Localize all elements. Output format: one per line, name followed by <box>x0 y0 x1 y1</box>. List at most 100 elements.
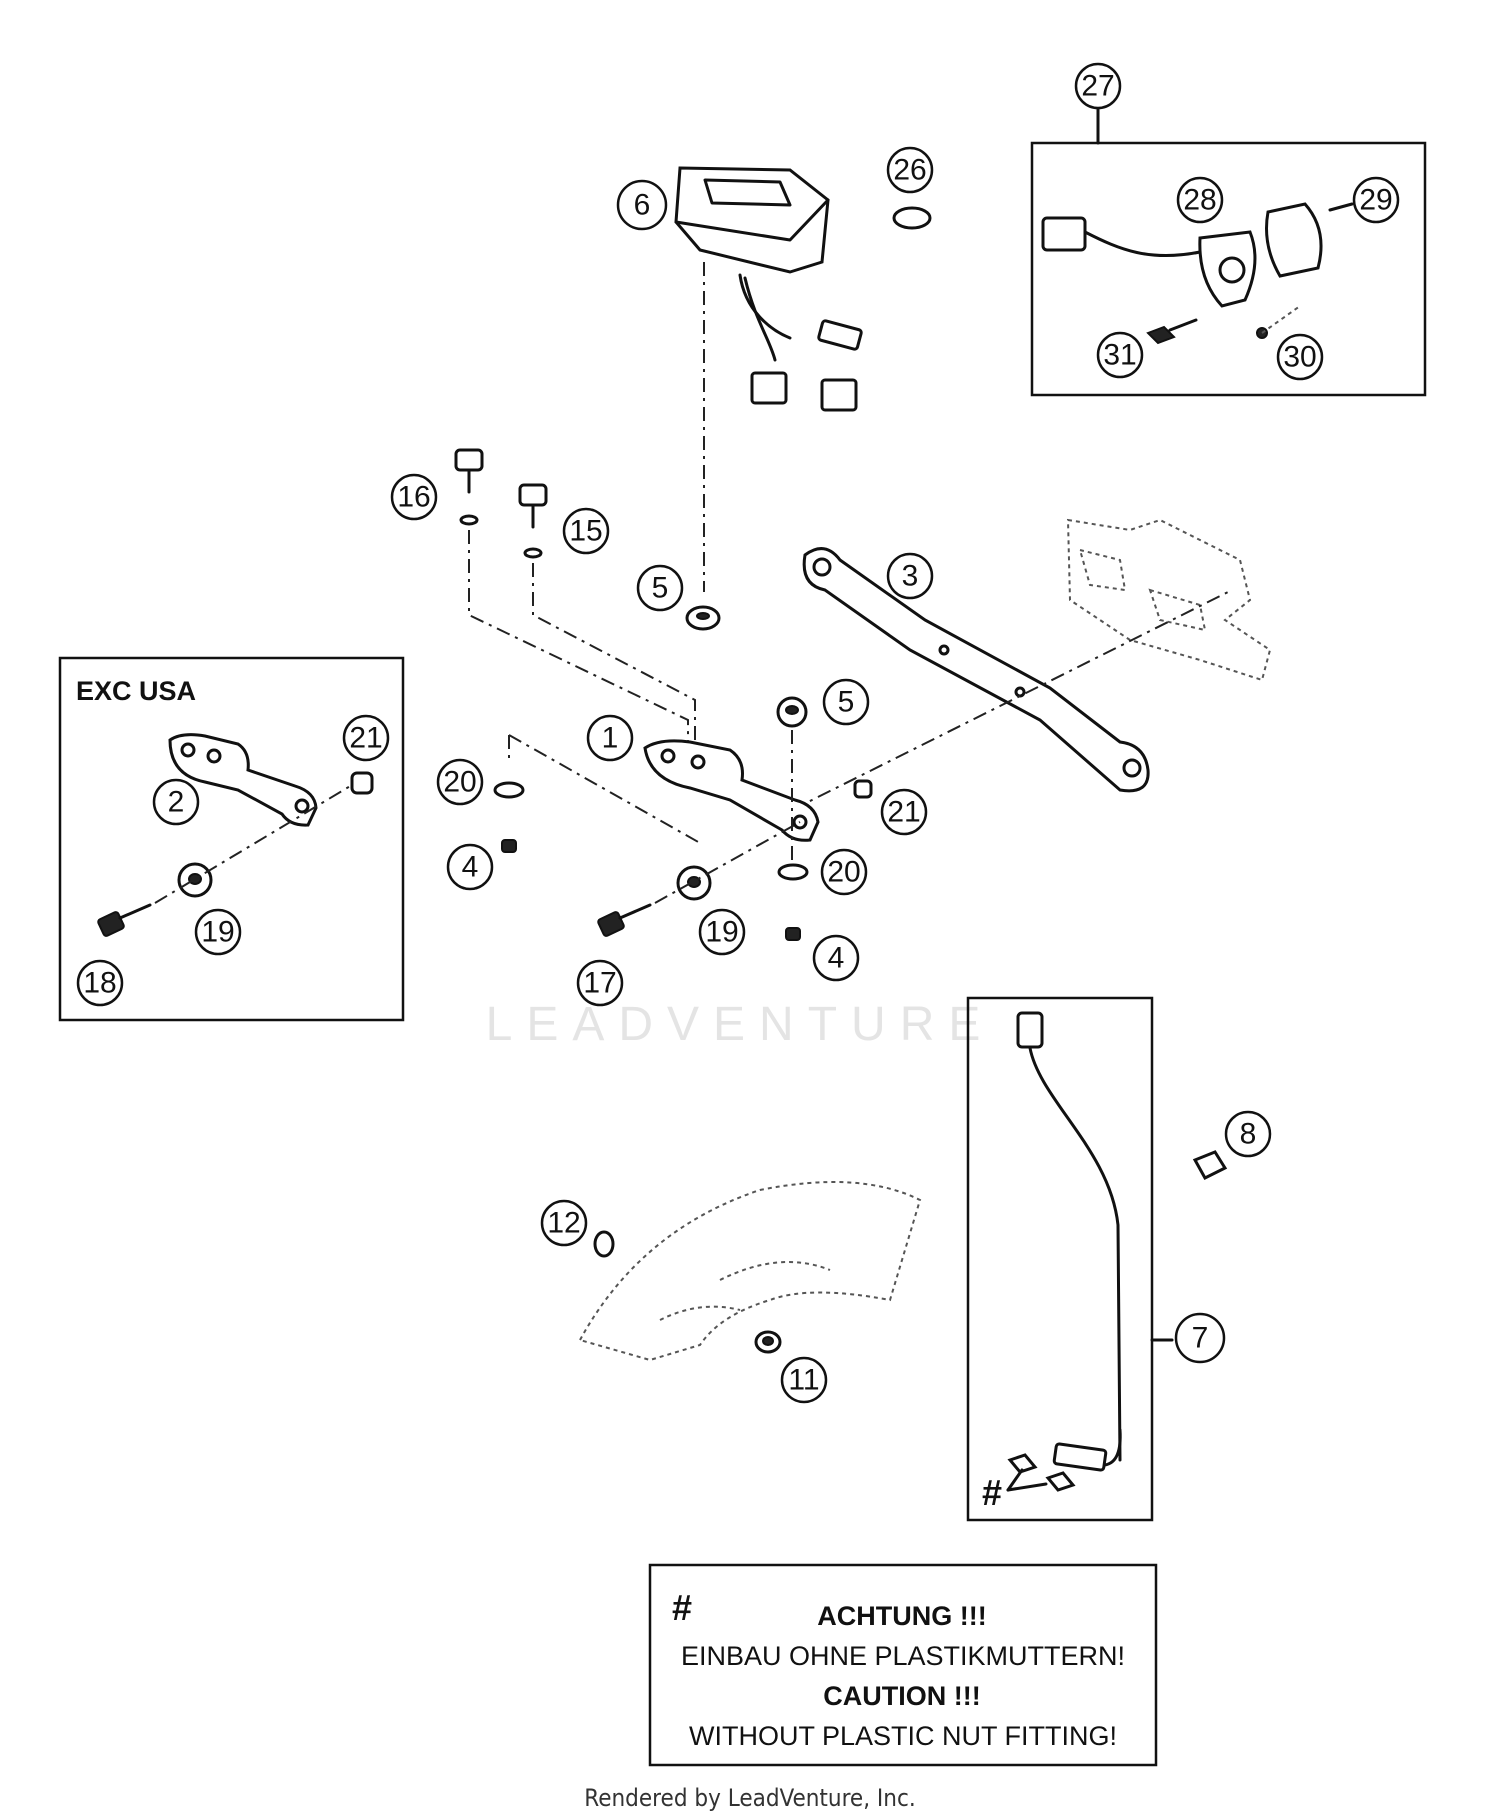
bracket-2-hole-c <box>294 798 310 814</box>
switch-wire <box>1083 230 1202 258</box>
grommet-19-right-hole <box>687 876 701 888</box>
callout-20-right: 20 <box>820 848 868 896</box>
bracket-3-hole-a <box>812 557 832 577</box>
svg-text:12: 12 <box>547 1207 580 1240</box>
svg-text:6: 6 <box>634 189 651 222</box>
callout-17: 17 <box>576 959 624 1007</box>
sensor-hash-pointer-a <box>1006 1468 1024 1492</box>
svg-text:31: 31 <box>1103 339 1136 372</box>
bracket-1-hole-a <box>660 748 676 764</box>
note-box-frame <box>648 1563 1158 1767</box>
callout-27: 27 <box>1074 62 1122 110</box>
switch-body <box>1198 230 1257 308</box>
speedometer-cable-b <box>743 276 777 362</box>
callout-15: 15 <box>562 507 610 555</box>
sensor-tip <box>1052 1442 1108 1472</box>
sensor-cable <box>1028 1046 1122 1462</box>
watermark: LEADVENTURE <box>486 998 995 1051</box>
clip-nut-8-body <box>1192 1150 1228 1180</box>
bracket-1 <box>643 739 820 842</box>
sensor-nut-a <box>1007 1453 1038 1474</box>
callout-8: 8 <box>1224 1110 1272 1158</box>
speedometer-edge <box>674 198 830 242</box>
callout-19-right: 19 <box>698 908 746 956</box>
note-box: # ACHTUNG !!! EINBAU OHNE PLASTIKMUTTERN… <box>648 1563 1158 1767</box>
callout-group: 27 26 6 28 29 31 30 16 15 5 3 21 1 5 2 2… <box>76 62 1400 1404</box>
callout-29: 29 <box>1352 176 1400 224</box>
clip-nut-8 <box>1192 1150 1228 1180</box>
spacer-11-hole <box>762 1336 774 1346</box>
sensor-nut-b <box>1045 1471 1076 1492</box>
grommet-5-upper-hole <box>696 612 710 620</box>
speedometer-unit <box>674 166 863 592</box>
frame-ghost-shape <box>1066 518 1272 682</box>
svg-text:8: 8 <box>1240 1118 1257 1151</box>
svg-text:30: 30 <box>1283 341 1316 374</box>
bracket-2-body <box>168 733 318 827</box>
callout-7: 7 <box>1174 1312 1226 1364</box>
frame-ghost-slot-a <box>1078 548 1127 592</box>
screw-16-head <box>454 448 484 472</box>
callout-16: 16 <box>390 473 438 521</box>
svg-text:15: 15 <box>569 515 602 548</box>
callout-4-left: 4 <box>446 843 494 891</box>
bolt-17-assembly <box>597 821 801 937</box>
screw-31-shaft <box>1168 318 1198 332</box>
note-line-3: CAUTION !!! <box>823 1681 980 1711</box>
sensor-hash-pointer-b <box>1006 1482 1048 1492</box>
callout-3: 3 <box>886 552 934 600</box>
switch-knob <box>1218 256 1246 284</box>
note-line-2: EINBAU OHNE PLASTIKMUTTERN! <box>681 1641 1125 1671</box>
washer-15 <box>523 547 543 559</box>
svg-text:4: 4 <box>462 851 479 884</box>
callout-11: 11 <box>780 1356 828 1404</box>
washer-nut-right <box>777 863 809 941</box>
washer-nut-left <box>493 734 701 853</box>
callout-21-right: 21 <box>880 788 928 836</box>
svg-text:1: 1 <box>602 722 619 755</box>
sensor-connector <box>1016 1011 1044 1049</box>
guide-bolt-17 <box>654 821 801 904</box>
footer-credit: Rendered by LeadVenture, Inc. <box>584 1784 915 1812</box>
clip-12 <box>593 1230 615 1258</box>
screw-15-head <box>518 483 548 507</box>
callout-1: 1 <box>586 714 634 762</box>
svg-text:7: 7 <box>1192 1322 1209 1355</box>
inset-exc-usa-box <box>58 656 405 1022</box>
grommet-5-right <box>776 696 808 870</box>
callout-31: 31 <box>1096 331 1144 379</box>
bracket-3-hole-b <box>1122 758 1142 778</box>
callout-30: 30 <box>1276 333 1324 381</box>
svg-text:19: 19 <box>201 916 234 949</box>
guide-bracket-3 <box>791 589 1233 811</box>
svg-text:2: 2 <box>168 786 185 819</box>
guide-left-to-bracket <box>508 734 701 844</box>
callout-20-left: 20 <box>436 758 484 806</box>
screws-16-15 <box>454 448 696 752</box>
callout-26: 26 <box>886 146 934 194</box>
callout-21-left: 21 <box>342 714 390 762</box>
svg-text:20: 20 <box>827 856 860 889</box>
bolt-18-head <box>97 911 125 937</box>
bracket-2-hole-b <box>206 748 222 764</box>
svg-text:28: 28 <box>1183 184 1216 217</box>
speedometer-plug-b <box>750 371 788 405</box>
callout-5-upper: 5 <box>636 564 684 612</box>
grommet-5-right-hole <box>785 705 799 715</box>
brake-disc-arc-a <box>719 1261 831 1281</box>
bracket-3 <box>802 547 1150 793</box>
guide-bolt-18 <box>154 784 353 904</box>
nut-4-right <box>785 927 801 941</box>
callout-2: 2 <box>152 778 200 826</box>
callout-28: 28 <box>1176 176 1224 224</box>
brake-disc-outline <box>578 1181 922 1362</box>
bolt-17-head <box>597 911 625 937</box>
note-line-4: WITHOUT PLASTIC NUT FITTING! <box>689 1721 1117 1751</box>
screw-29-shaft <box>1328 202 1354 212</box>
bracket-2-hole-a <box>180 742 196 758</box>
switch-connector <box>1041 216 1087 252</box>
sensor-box-frame <box>966 996 1154 1522</box>
spacer-21-right <box>853 779 873 799</box>
spacer-21-left <box>350 771 374 795</box>
